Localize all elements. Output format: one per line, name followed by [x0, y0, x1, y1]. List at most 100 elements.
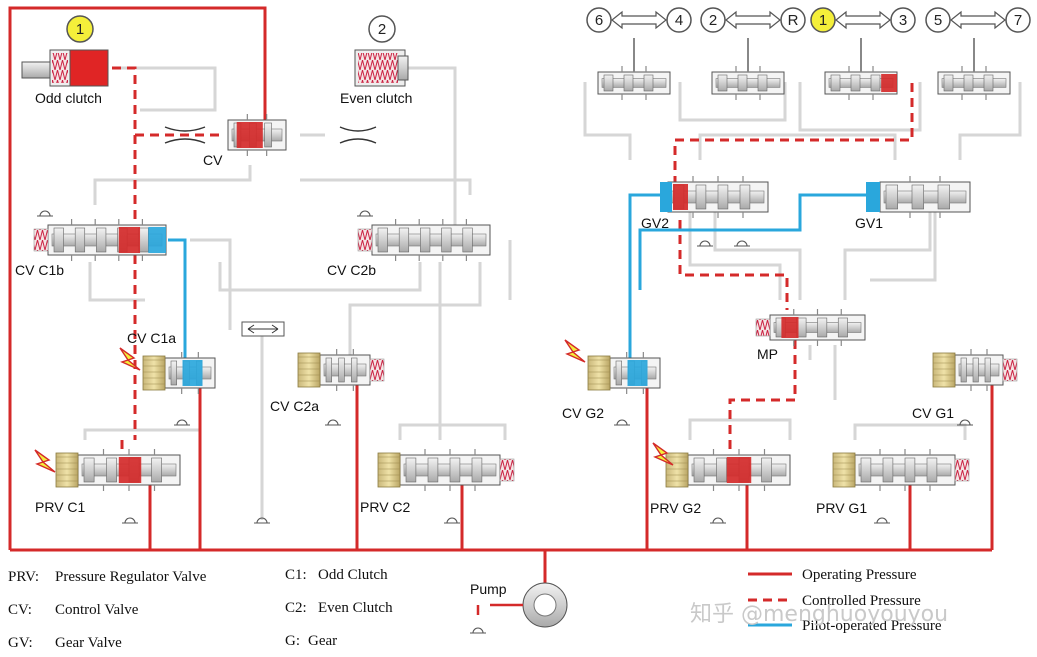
abbr-key: GV: [8, 635, 33, 651]
valve-cv-c2b [357, 219, 491, 261]
gv1-pilot-end [866, 182, 880, 212]
tank-icon [325, 419, 341, 426]
label-prv-g1: PRV G1 [816, 500, 867, 516]
lightning-icon [652, 442, 674, 466]
abbr-text: Pressure Regulator Valve [55, 569, 207, 585]
label-mp: MP [757, 346, 778, 362]
abbr-key: G: [285, 633, 300, 649]
operating-pressure-lines [8, 6, 994, 590]
tank-icon [697, 240, 713, 247]
lightning-icon [34, 449, 56, 473]
legend-label: Operating Pressure [802, 567, 917, 583]
tank-icon [254, 517, 270, 524]
tank-icon [614, 419, 630, 426]
even-badge: 2 [368, 15, 396, 43]
label-cv-c1b: CV C1b [15, 262, 64, 278]
tank-icon [444, 517, 460, 524]
label-gv1: GV1 [855, 215, 883, 231]
tank-icon [357, 210, 373, 217]
valve-cv-g1 [932, 349, 1018, 391]
gear-circle [780, 7, 806, 33]
valve-prv-c2 [377, 449, 515, 491]
valve-prv-g2 [665, 449, 791, 491]
valve-cv-c2a [297, 349, 385, 391]
shuttle-valve [241, 321, 285, 337]
tank-symbols [37, 210, 973, 634]
abbr-text: Gear Valve [55, 635, 122, 651]
legend: Operating Pressure Controlled Pressure P… [748, 567, 942, 634]
valve-cv [227, 114, 287, 156]
gear-label: R [788, 12, 799, 29]
gear-label: 3 [899, 12, 907, 29]
gear-circle [890, 7, 916, 33]
valve-gear-2r [711, 38, 785, 100]
watermark: 知乎 @menghuoyouyou [690, 602, 948, 627]
label-cv-g2: CV G2 [562, 405, 604, 421]
label-prv-c1: PRV C1 [35, 499, 86, 515]
tank-icon [470, 627, 486, 634]
valve-cv-g2 [587, 352, 661, 394]
pump [476, 582, 568, 628]
pilot-pressure-lines [168, 193, 868, 360]
double-arrow-icon [611, 10, 667, 30]
odd-clutch-actuator [21, 49, 109, 87]
tank-icon [710, 517, 726, 524]
orifice-right [339, 126, 377, 144]
tank-icon [122, 517, 138, 524]
gear-circle [1005, 7, 1031, 33]
gear-circle [666, 7, 692, 33]
valve-gear-13 [824, 38, 898, 100]
legend-label: Pilot-operated Pressure [802, 618, 942, 634]
double-arrow-icon [835, 10, 891, 30]
gear-circle [700, 7, 726, 33]
lightning-icon [564, 339, 586, 363]
double-arrow-icon [725, 10, 781, 30]
abbr-key: PRV: [8, 569, 39, 585]
gear-label: 1 [819, 12, 827, 29]
even-badge-text: 2 [378, 21, 386, 38]
valve-prv-c1 [55, 449, 181, 491]
double-arrow-icon [950, 10, 1006, 30]
orifice-left [164, 126, 206, 144]
valve-gv2 [667, 176, 769, 218]
valve-gear-57 [937, 38, 1011, 100]
label-prv-g2: PRV G2 [650, 500, 701, 516]
label-pump: Pump [470, 581, 507, 597]
abbr-text: Odd Clutch [318, 567, 388, 583]
even-clutch-actuator [354, 49, 409, 87]
tank-icon [734, 240, 750, 247]
controlled-pressure-lines [112, 66, 914, 460]
abbr-text: Gear [308, 633, 337, 649]
label-odd-clutch: Odd clutch [35, 90, 102, 106]
label-cv-c2a: CV C2a [270, 398, 319, 414]
valve-prv-g1 [832, 449, 970, 491]
abbr-text: Control Valve [55, 602, 139, 618]
return-pipes [83, 66, 1022, 520]
tank-icon [174, 419, 190, 426]
label-even-clutch: Even clutch [340, 90, 412, 106]
gear-circle [586, 7, 612, 33]
valves [33, 38, 1018, 491]
legend-label: Controlled Pressure [802, 593, 921, 609]
label-cv: CV [203, 152, 223, 168]
abbreviation-list: PRV: Pressure Regulator Valve CV: Contro… [8, 567, 393, 651]
valve-gear-64 [597, 38, 671, 100]
abbr-key: C2: [285, 600, 307, 616]
gear-label: 4 [675, 12, 683, 29]
valve-cv-c1a [142, 352, 216, 394]
valve-cv-c1b [33, 219, 167, 261]
gv2-pilot-end [660, 182, 672, 212]
odd-badge: 1 [66, 15, 94, 43]
valve-mp [755, 309, 866, 346]
gear-label: 2 [709, 12, 717, 29]
label-cv-c2b: CV C2b [327, 262, 376, 278]
tank-icon [37, 210, 53, 217]
gear-label: 5 [934, 12, 942, 29]
